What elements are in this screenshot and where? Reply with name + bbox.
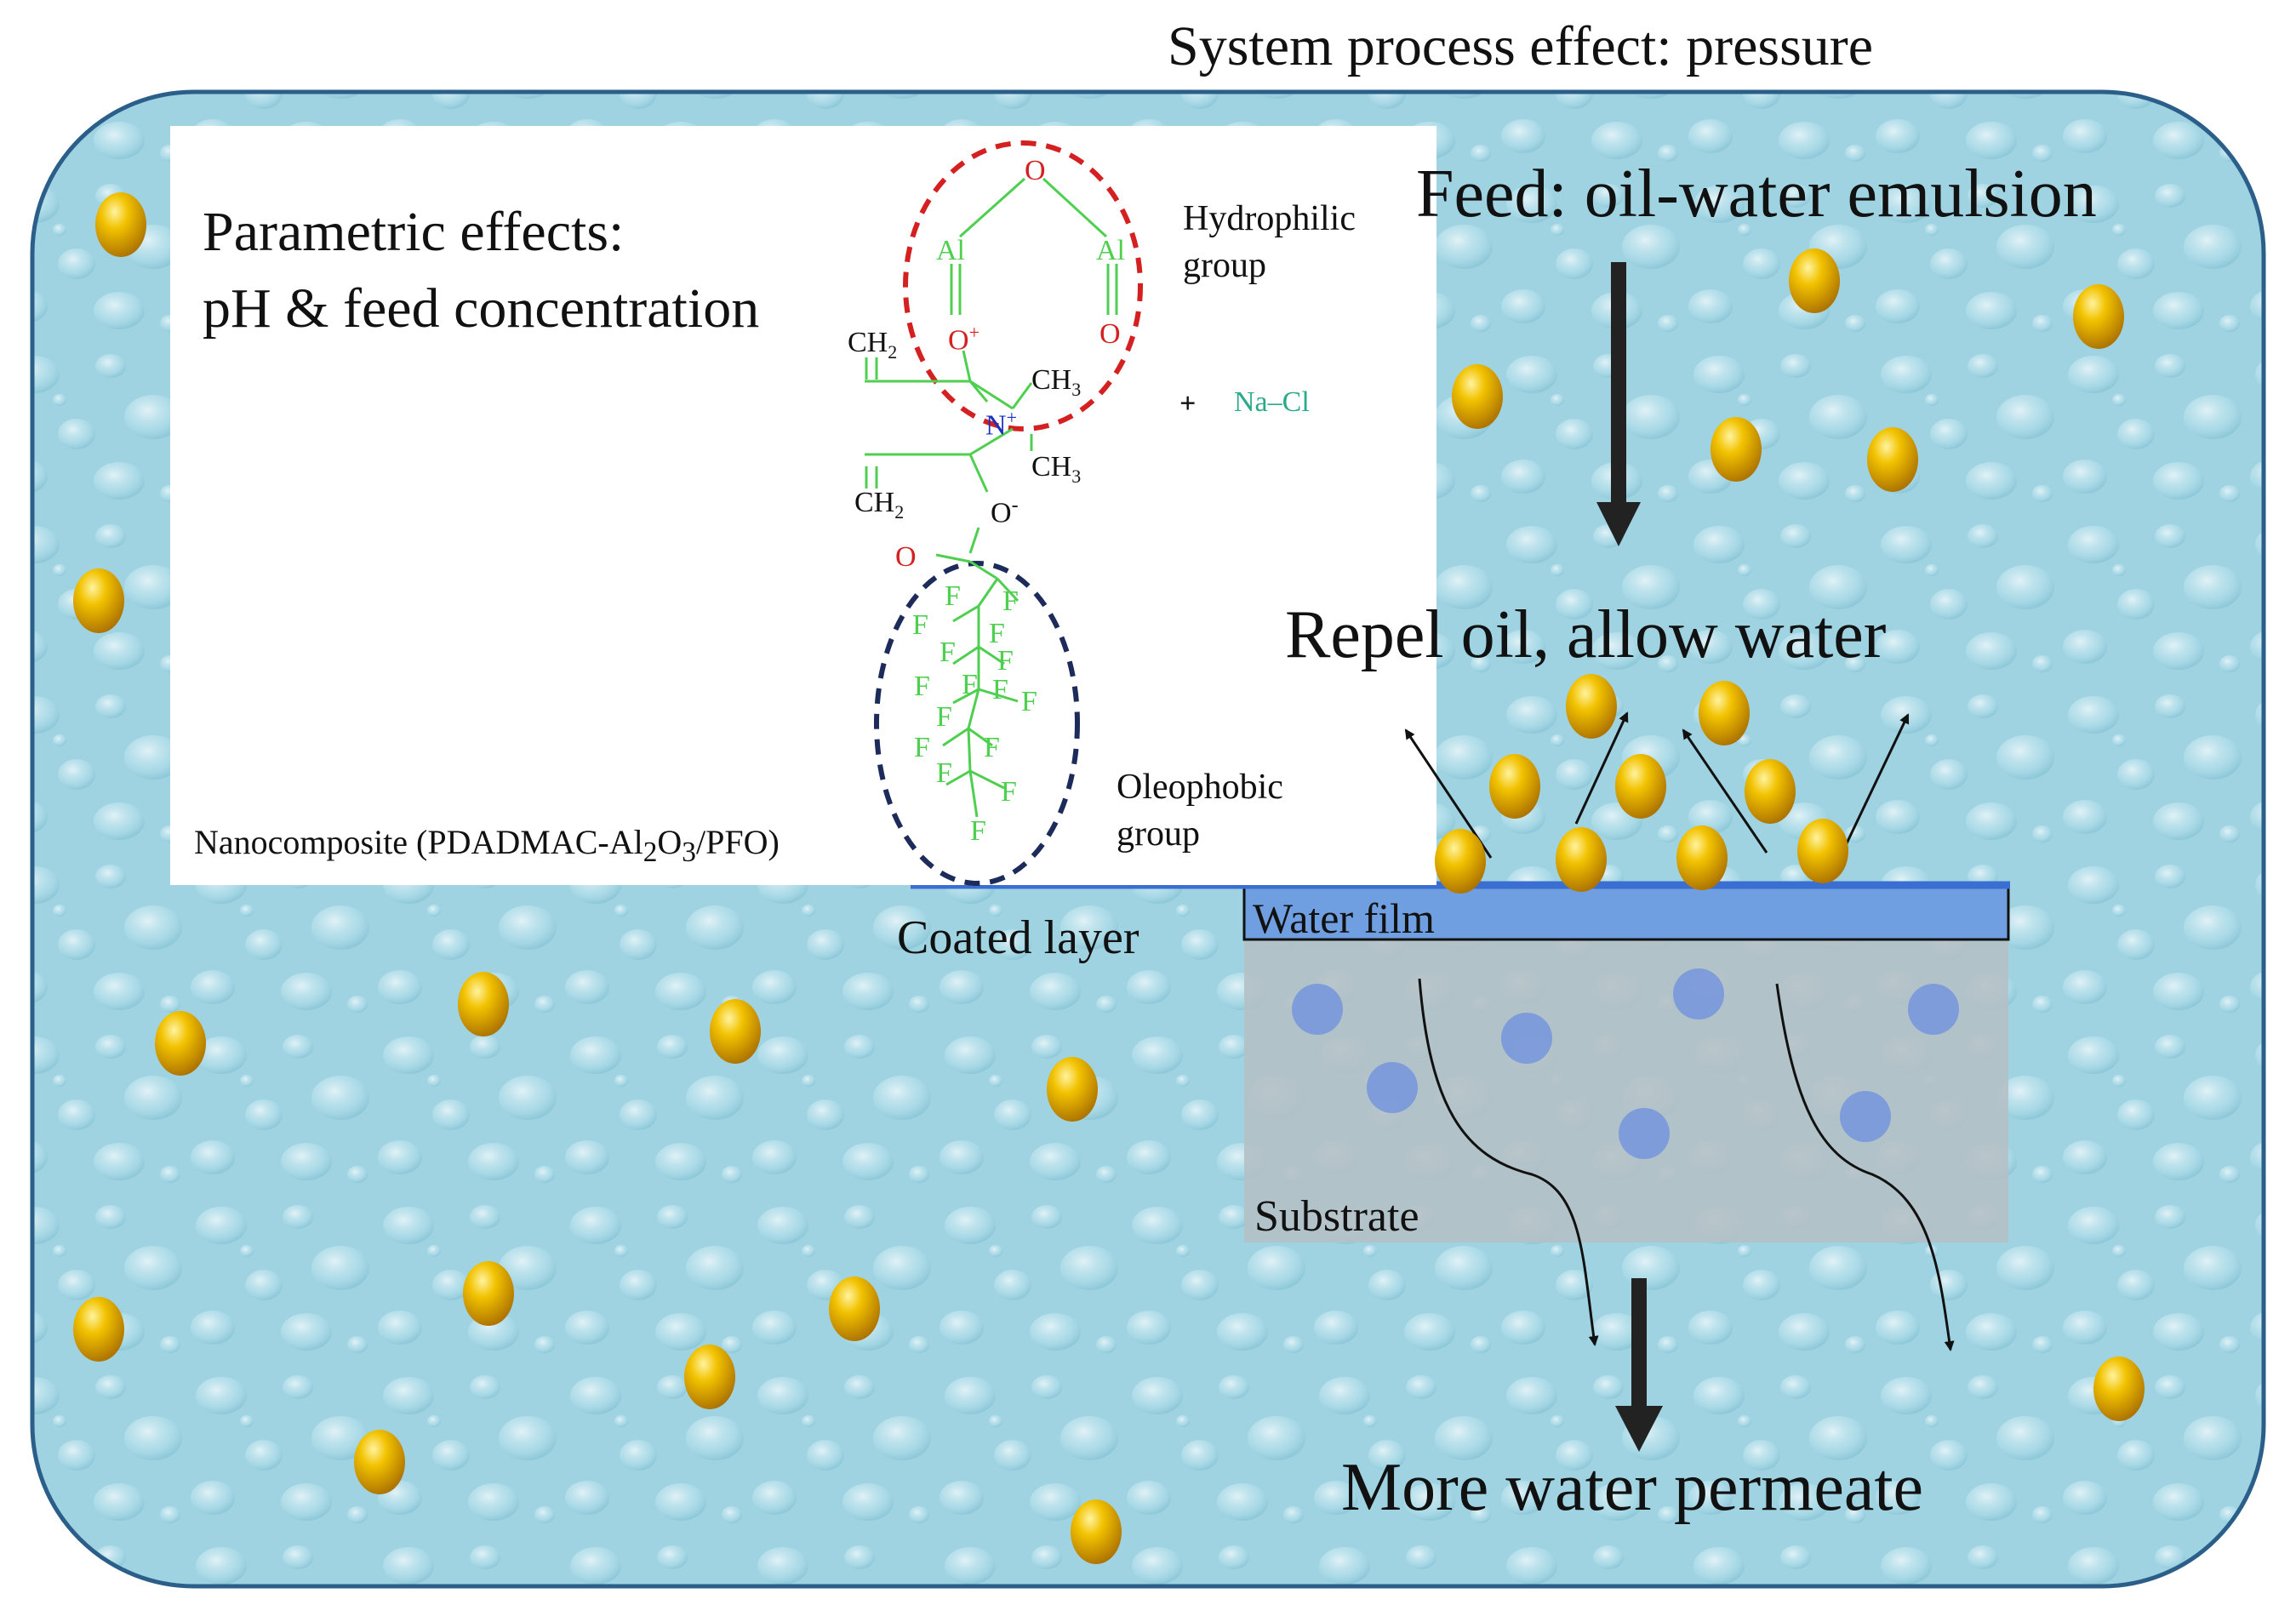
oleophobic-group-label: Oleophobic group [1117,768,1283,854]
permeation-arrows [1418,978,1955,1351]
atom-o-bridge: O [1025,155,1046,186]
atom-f: F [914,671,930,702]
hydrophilic-circle [903,140,1143,431]
atom-o-right: O [1099,318,1121,350]
atom-o-positive: O+ [948,322,980,357]
substrate-label: Substrate [1254,1192,1419,1241]
system-process-title: System process effect: pressure [1168,15,1874,77]
group-ch2-bottom: CH2 [854,487,905,523]
feed-label: Feed: oil-water emulsion [1416,157,2097,231]
atom-f: F [945,580,961,612]
chemistry-panel [170,126,1436,885]
atom-f: F [984,732,1000,763]
atom-f: F [912,609,928,641]
substrate-pores [1292,968,1959,1159]
coated-layer-label: Coated layer [897,911,1139,964]
atom-f: F [970,815,986,847]
repel-arrows [1404,711,1910,862]
atom-o-carbonyl: O [895,541,917,573]
permeate-arrow [1615,1278,1663,1452]
oleophobic-circle [874,561,1080,886]
nacl-label: Na–Cl [1234,386,1310,418]
atom-al-left: Al [936,235,965,266]
atom-al-right: Al [1096,235,1125,266]
chem-bonds [865,177,1118,818]
atom-f: F [940,637,956,668]
group-ch2-top: CH2 [848,327,898,363]
atom-f: F [914,732,930,763]
nanocomposite-label: Nanocomposite (PDADMAC-Al2O3/PFO) [194,823,780,868]
atom-n-positive: N+ [985,407,1017,442]
parametric-effects-line2: pH & feed concentration [203,277,760,340]
atom-f: F [1002,585,1019,617]
atom-f: F [989,618,1005,649]
atom-f: F [936,757,952,789]
oil-droplets [73,192,2145,1564]
feed-arrow [1596,262,1641,546]
group-ch3-top: CH3 [1031,364,1082,400]
atom-f: F [962,669,978,700]
atom-f: F [997,645,1014,677]
parametric-effects-line1: Parametric effects: [203,201,625,263]
atom-f: F [936,701,952,733]
atom-f: F [992,674,1008,705]
atom-f: F [1021,686,1037,717]
hydrophilic-group-label: Hydrophilic group [1183,199,1356,285]
atom-f: F [1001,776,1017,808]
permeate-label: More water permeate [1341,1450,1924,1525]
atom-o-negative: O- [991,494,1019,529]
repel-label: Repel oil, allow water [1285,597,1887,672]
group-ch3-bottom: CH3 [1031,451,1082,487]
water-film-label: Water film [1253,894,1435,942]
plus-sign: + [1179,388,1197,420]
